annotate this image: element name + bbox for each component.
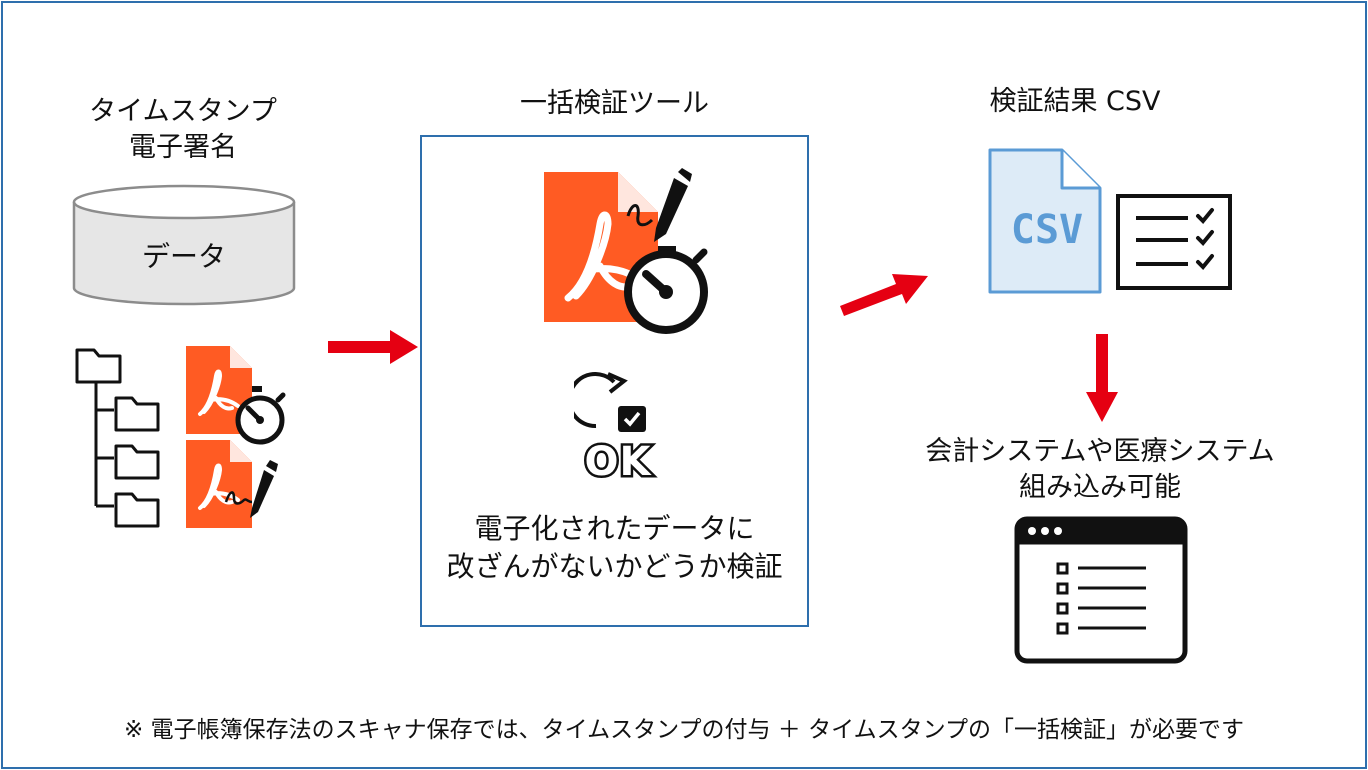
folder-tree <box>75 348 160 528</box>
database-label: データ <box>141 240 226 273</box>
checklist-icon <box>1116 194 1232 290</box>
application-window-icon <box>1014 516 1188 664</box>
source-title-line1: タイムスタンプ <box>89 96 277 127</box>
arrow-to-integration <box>1086 334 1118 422</box>
footnote: ※ 電子帳簿保存法のスキャナ保存では、タイムスタンプの付与 ＋ タイムスタンプの… <box>124 717 1244 743</box>
tool-description-line1: 電子化されたデータに <box>474 512 755 545</box>
arrow-to-tool <box>328 330 418 364</box>
integration-text: 会計システムや医療システム 組み込み可能 <box>880 434 1320 506</box>
integration-line2: 組み込み可能 <box>1019 472 1181 503</box>
ok-label: OK <box>582 437 653 488</box>
result-title: 検証結果 CSV <box>989 86 1161 117</box>
refresh-check-icon <box>574 372 646 432</box>
tool-title: 一括検証ツール <box>520 88 709 119</box>
csv-icon-text: CSV <box>1010 207 1084 253</box>
pdf-signed-timestamp-icon <box>544 168 708 334</box>
pdf-signature-icon <box>186 440 278 528</box>
source-title: タイムスタンプ 電子署名 <box>70 94 296 166</box>
database-cylinder-icon <box>72 184 296 306</box>
source-title-line2: 電子署名 <box>129 132 237 163</box>
tool-description-line2: 改ざんがないかどうか検証 <box>446 550 783 583</box>
integration-line1: 会計システムや医療システム <box>925 436 1275 467</box>
folder-root-icon <box>75 348 122 384</box>
tool-description: 電子化されたデータに 改ざんがないかどうか検証 <box>420 510 809 586</box>
tool-box <box>420 135 809 627</box>
arrow-to-result <box>840 274 928 316</box>
csv-file-icon <box>988 148 1102 294</box>
pdf-timestamp-icon <box>186 346 286 445</box>
folder-child-icon <box>114 396 160 528</box>
